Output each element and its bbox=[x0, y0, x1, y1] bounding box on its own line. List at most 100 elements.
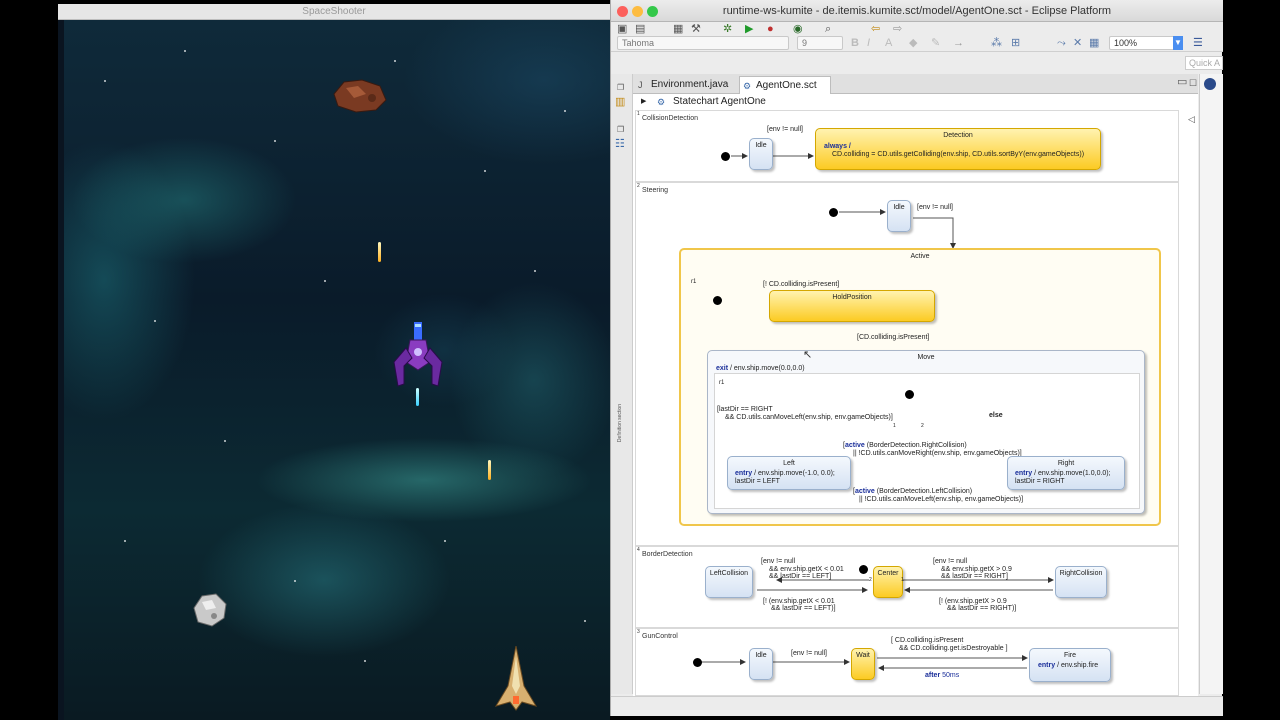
new-file-icon[interactable]: ▣ bbox=[617, 23, 628, 35]
transition-guard[interactable]: && env.ship.getX > 0.9 bbox=[941, 566, 1012, 573]
format-toolbar: Tahoma 9 B I A ◆ ✎ → ⁂ ⊞ ⤳ ✕ ▦ 100% ▼ ☰ bbox=[611, 34, 1223, 52]
asteroid bbox=[333, 79, 387, 113]
transition-guard[interactable]: [lastDir == RIGHT bbox=[717, 406, 773, 413]
transition-guard[interactable]: [ CD.colliding.isPresent bbox=[891, 637, 964, 644]
font-family-combo[interactable]: Tahoma bbox=[617, 36, 789, 50]
align-icon[interactable]: ⊞ bbox=[1011, 37, 1021, 49]
bold-icon[interactable]: B bbox=[851, 37, 859, 49]
state-idle[interactable]: Idle bbox=[887, 200, 911, 232]
minimize-window-button[interactable] bbox=[632, 6, 643, 17]
restore-icon[interactable]: ❐ bbox=[617, 125, 625, 134]
transition-guard[interactable]: && CD.utils.canMoveLeft(env.ship, env.ga… bbox=[725, 414, 893, 421]
restore-icon[interactable]: ❐ bbox=[617, 83, 625, 92]
transition-guard[interactable]: && lastDir == LEFT] bbox=[769, 573, 832, 580]
transition-guard[interactable]: [env != null] bbox=[791, 650, 827, 657]
perspective-icon[interactable] bbox=[1204, 78, 1216, 90]
save-icon[interactable]: ▤ bbox=[635, 23, 646, 35]
transition-guard[interactable]: [! (env.ship.getX > 0.9 bbox=[939, 598, 1007, 605]
state-left-collision[interactable]: LeftCollision bbox=[705, 566, 753, 598]
back-icon[interactable]: ⇦ bbox=[871, 23, 881, 35]
initial-node[interactable] bbox=[859, 565, 868, 574]
line-color-icon[interactable]: ✎ bbox=[931, 37, 941, 49]
print-icon[interactable]: ▦ bbox=[673, 23, 684, 35]
state-name: Fire bbox=[1063, 652, 1077, 659]
package-explorer-icon[interactable]: ▥ bbox=[615, 96, 626, 108]
definition-section-label[interactable]: Definition section bbox=[617, 404, 623, 443]
tab-agentone-sct[interactable]: ⚙ AgentOne.sct ✕ bbox=[739, 76, 831, 108]
minimize-editor-icon[interactable]: ▭ bbox=[1177, 76, 1188, 88]
state-right[interactable]: Right entry / env.ship.move(1.0,0.0); la… bbox=[1007, 456, 1125, 490]
delete-icon[interactable]: ✕ bbox=[1073, 37, 1083, 49]
initial-node[interactable] bbox=[905, 390, 914, 399]
state-detection[interactable]: Detection always / CD.colliding = CD.uti… bbox=[815, 128, 1101, 170]
transition-guard[interactable]: && env.ship.getX < 0.01 bbox=[769, 566, 844, 573]
state-idle[interactable]: Idle bbox=[749, 648, 773, 680]
maximize-window-button[interactable] bbox=[647, 6, 658, 17]
state-left[interactable]: Left entry / env.ship.move(-1.0, 0.0); l… bbox=[727, 456, 851, 490]
run-icon[interactable]: ▶ bbox=[745, 23, 754, 35]
transition-guard[interactable]: && lastDir == LEFT)] bbox=[771, 605, 836, 612]
transition-guard[interactable]: && lastDir == RIGHT)] bbox=[947, 605, 1017, 612]
new-java-icon[interactable]: ◉ bbox=[793, 23, 803, 35]
state-name: Left bbox=[783, 460, 795, 467]
state-hold-position[interactable]: HoldPosition bbox=[769, 290, 935, 322]
transition-guard[interactable]: && CD.colliding.get.isDestroyable ] bbox=[899, 645, 1008, 652]
transition-guard[interactable]: [active (BorderDetection.RightCollision) bbox=[843, 442, 967, 449]
transition-guard[interactable]: || !CD.utils.canMoveRight(env.ship, env.… bbox=[853, 450, 1022, 457]
transition-guard[interactable]: [CD.colliding.isPresent] bbox=[857, 334, 930, 341]
state-name: Detection bbox=[943, 132, 973, 139]
transition-guard[interactable]: else bbox=[989, 412, 1003, 419]
transition-guard[interactable]: [env != null] bbox=[917, 204, 953, 211]
collapse-icon[interactable]: ◁ bbox=[1188, 114, 1195, 124]
external-tools-icon[interactable]: ● bbox=[767, 23, 774, 35]
state-idle[interactable]: Idle bbox=[749, 138, 773, 170]
search-icon[interactable]: ⌕ bbox=[825, 23, 832, 35]
zoom-combo[interactable]: 100% bbox=[1109, 36, 1183, 50]
transition-guard[interactable]: [env != null] bbox=[767, 126, 803, 133]
guard-text: (BorderDetection.LeftCollision) bbox=[874, 488, 973, 495]
transition-guard[interactable]: [env != null bbox=[933, 558, 968, 565]
left-trim-stack: ❐ ▥ ❐ ☷ Definition section bbox=[611, 74, 633, 694]
transition-guard[interactable]: && lastDir == RIGHT] bbox=[941, 573, 1008, 580]
arrange-icon[interactable]: ⁂ bbox=[991, 37, 1002, 49]
transition-guard[interactable]: [env != null bbox=[761, 558, 796, 565]
statechart-canvas[interactable]: 1 CollisionDetection 2 Steering 4 Border… bbox=[633, 110, 1198, 696]
initial-node[interactable] bbox=[713, 296, 722, 305]
transition-trigger[interactable]: after 50ms bbox=[925, 672, 959, 680]
perspective-icon[interactable]: ☰ bbox=[1193, 37, 1203, 49]
outline-icon[interactable]: ☷ bbox=[615, 138, 625, 150]
fill-color-icon[interactable]: ◆ bbox=[909, 37, 918, 49]
italic-icon[interactable]: I bbox=[867, 37, 871, 49]
transition-guard[interactable]: [active (BorderDetection.LeftCollision) bbox=[853, 488, 973, 495]
transition-guard[interactable]: || !CD.utils.canMoveLeft(env.ship, env.g… bbox=[859, 496, 1024, 503]
debug-icon[interactable]: ✲ bbox=[723, 23, 733, 35]
expand-icon[interactable]: ▶ bbox=[641, 98, 647, 105]
build-icon[interactable]: ⚒ bbox=[691, 23, 701, 35]
forward-icon[interactable]: ⇨ bbox=[893, 23, 903, 35]
eclipse-window: runtime-ws-kumite - de.itemis.kumite.sct… bbox=[610, 0, 1223, 716]
transition-guard[interactable]: [! CD.colliding.isPresent] bbox=[763, 281, 840, 288]
state-name: Idle bbox=[755, 142, 767, 149]
state-fire[interactable]: Fire entry / env.ship.fire bbox=[1029, 648, 1111, 682]
maximize-editor-icon[interactable]: ☐ bbox=[1189, 78, 1198, 88]
initial-node[interactable] bbox=[829, 208, 838, 217]
breadcrumb-label[interactable]: Statechart AgentOne bbox=[673, 96, 766, 107]
transition-guard[interactable]: [! (env.ship.getX < 0.01 bbox=[763, 598, 835, 605]
game-canvas[interactable] bbox=[64, 20, 610, 720]
close-window-button[interactable] bbox=[617, 6, 628, 17]
font-color-icon[interactable]: A bbox=[885, 37, 893, 49]
state-center[interactable]: Center bbox=[873, 566, 903, 598]
initial-node[interactable] bbox=[721, 152, 730, 161]
state-right-collision[interactable]: RightCollision bbox=[1055, 566, 1107, 598]
state-wait[interactable]: Wait bbox=[851, 648, 875, 680]
tab-environment-java[interactable]: J Environment.java bbox=[635, 76, 737, 94]
quick-access-field[interactable]: Quick A bbox=[1185, 56, 1223, 70]
grid-icon[interactable]: ▦ bbox=[1089, 37, 1100, 49]
line-style-icon[interactable]: → bbox=[953, 37, 964, 49]
initial-node[interactable] bbox=[693, 658, 702, 667]
route-icon[interactable]: ⤳ bbox=[1057, 37, 1066, 49]
star bbox=[484, 170, 486, 172]
chevron-down-icon[interactable]: ▼ bbox=[1173, 36, 1183, 50]
guard-keyword: active bbox=[844, 442, 865, 449]
font-size-combo[interactable]: 9 bbox=[797, 36, 843, 50]
